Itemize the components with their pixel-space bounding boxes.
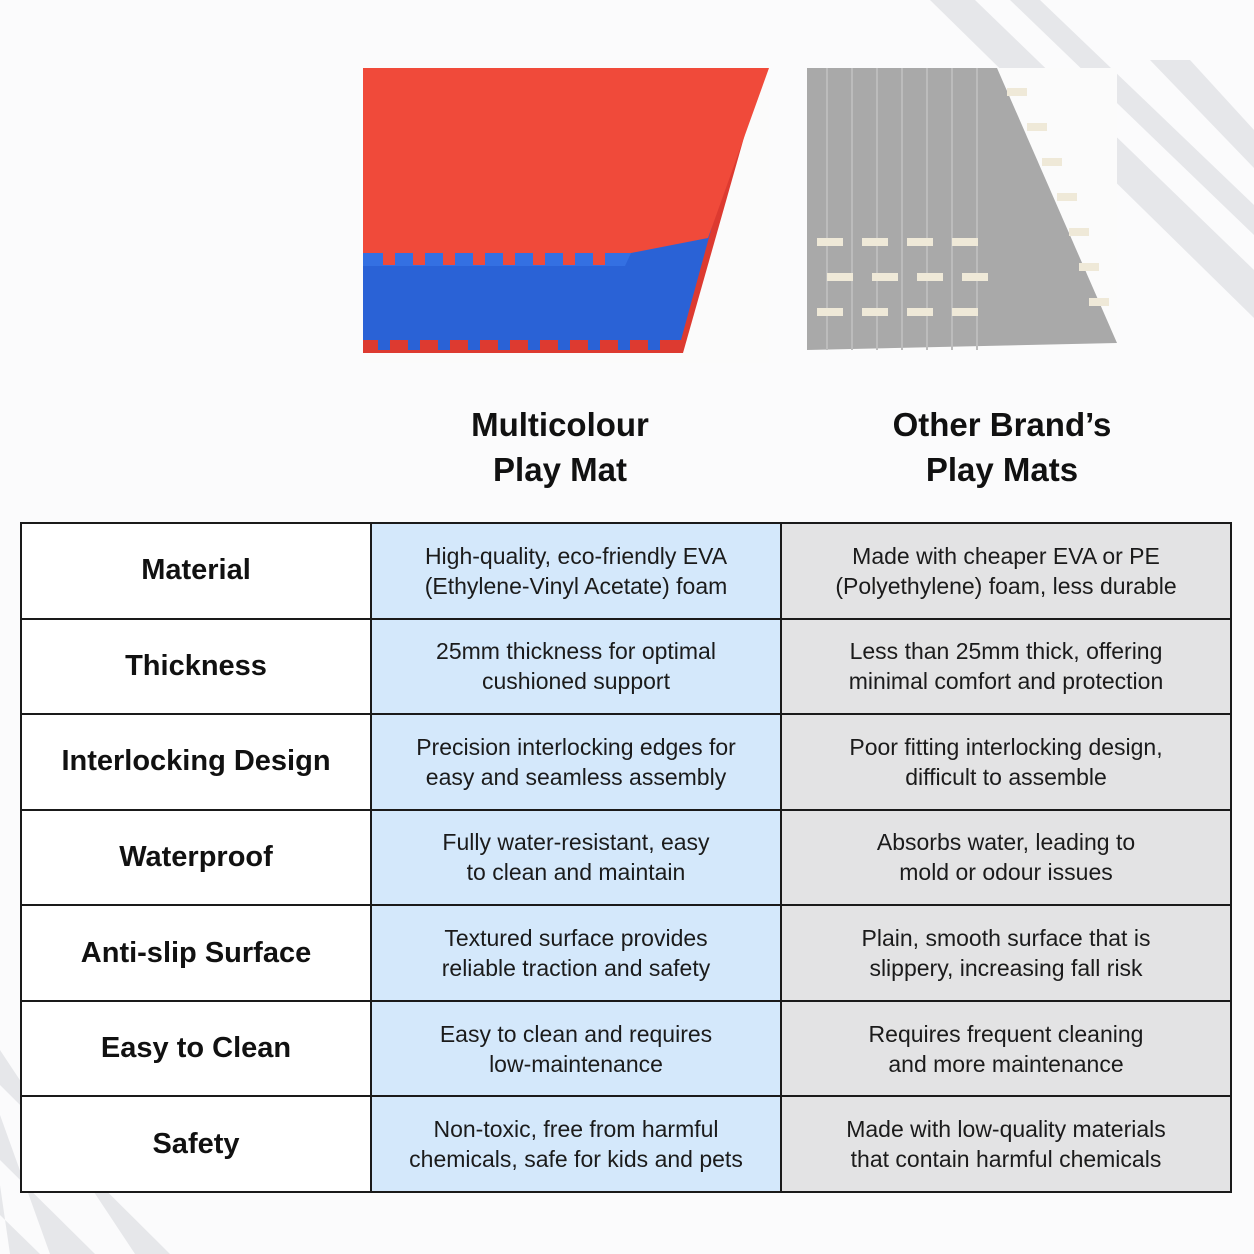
cell-line: Less than 25mm thick, offering [849, 638, 1163, 665]
other-brand-cell: Made with low-quality materials that con… [780, 1095, 1232, 1193]
cell-line: High-quality, eco-friendly EVA [424, 542, 728, 569]
cell-line: Requires frequent cleaning [868, 1020, 1144, 1047]
cell-line: Fully water-resistant, easy [442, 829, 710, 856]
table-row: Easy to Clean Easy to clean and requires… [20, 999, 1232, 1098]
other-brand-cell: Made with cheaper EVA or PE (Polyethylen… [780, 522, 1232, 620]
cell-line: reliable traction and safety [441, 955, 711, 982]
table-row: Thickness 25mm thickness for optimal cus… [20, 617, 1232, 716]
title-line: Multicolour [471, 406, 649, 443]
feature-label: Easy to Clean [20, 999, 372, 1098]
cell-line: Textured surface provides [444, 925, 708, 952]
cell-line: Easy to clean and requires [439, 1020, 713, 1047]
other-brand-cell: Poor fitting interlocking design, diffic… [780, 713, 1232, 811]
cell-line: Made with cheaper EVA or PE [852, 542, 1160, 569]
table-row: Anti-slip Surface Textured surface provi… [20, 904, 1232, 1002]
cell-line: difficult to assemble [905, 763, 1107, 790]
table-row: Waterproof Fully water-resistant, easy t… [20, 808, 1232, 907]
cell-line: Absorbs water, leading to [876, 829, 1136, 856]
multicolour-cell: Fully water-resistant, easy to clean and… [370, 808, 782, 907]
feature-label: Anti-slip Surface [20, 904, 372, 1002]
title-line: Other Brand’s [892, 406, 1112, 443]
cell-line: Precision interlocking edges for [416, 733, 736, 760]
table-row: Safety Non-toxic, free from harmful chem… [20, 1095, 1232, 1193]
cell-line: that contain harmful chemicals [850, 1146, 1162, 1173]
cell-line: slippery, increasing fall risk [869, 955, 1143, 982]
title-line: Play Mat [493, 451, 627, 488]
cell-line: cushioned support [482, 668, 670, 695]
title-line: Play Mats [925, 451, 1079, 488]
table-row: Material High-quality, eco-friendly EVA … [20, 522, 1232, 620]
other-brand-mat-image [807, 68, 1117, 350]
cell-line: Made with low-quality materials [846, 1116, 1166, 1143]
feature-label: Safety [20, 1095, 372, 1193]
multicolour-cell: Textured surface provides reliable tract… [370, 904, 782, 1002]
multicolour-cell: Easy to clean and requires low-maintenan… [370, 999, 782, 1098]
comparison-table: Material High-quality, eco-friendly EVA … [20, 522, 1232, 1193]
multicolour-cell: 25mm thickness for optimal cushioned sup… [370, 617, 782, 716]
other-brand-column-title: Other Brand’s Play Mats [812, 402, 1192, 492]
other-brand-cell: Absorbs water, leading to mold or odour … [780, 808, 1232, 907]
cell-line: to clean and maintain [466, 859, 686, 886]
feature-label: Material [20, 522, 372, 620]
cell-line: (Ethylene-Vinyl Acetate) foam [424, 572, 728, 599]
cell-line: minimal comfort and protection [848, 668, 1164, 695]
cell-line: easy and seamless assembly [425, 763, 727, 790]
feature-label: Waterproof [20, 808, 372, 907]
cell-line: 25mm thickness for optimal [436, 638, 716, 665]
cell-line: chemicals, safe for kids and pets [409, 1146, 743, 1173]
multicolour-column-title: Multicolour Play Mat [370, 402, 750, 492]
feature-label: Thickness [20, 617, 372, 716]
cell-line: Poor fitting interlocking design, [849, 733, 1163, 760]
other-brand-cell: Plain, smooth surface that is slippery, … [780, 904, 1232, 1002]
cell-line: and more maintenance [888, 1050, 1124, 1077]
cell-line: Non-toxic, free from harmful [433, 1116, 719, 1143]
cell-line: (Polyethylene) foam, less durable [835, 572, 1177, 599]
multicolour-mat-image [363, 68, 769, 363]
other-brand-cell: Less than 25mm thick, offering minimal c… [780, 617, 1232, 716]
multicolour-cell: High-quality, eco-friendly EVA (Ethylene… [370, 522, 782, 620]
cell-line: low-maintenance [489, 1050, 663, 1077]
cell-line: mold or odour issues [899, 859, 1113, 886]
feature-label: Interlocking Design [20, 713, 372, 811]
table-row: Interlocking Design Precision interlocki… [20, 713, 1232, 811]
multicolour-cell: Non-toxic, free from harmful chemicals, … [370, 1095, 782, 1193]
cell-line: Plain, smooth surface that is [861, 925, 1151, 952]
other-brand-cell: Requires frequent cleaning and more main… [780, 999, 1232, 1098]
multicolour-cell: Precision interlocking edges for easy an… [370, 713, 782, 811]
